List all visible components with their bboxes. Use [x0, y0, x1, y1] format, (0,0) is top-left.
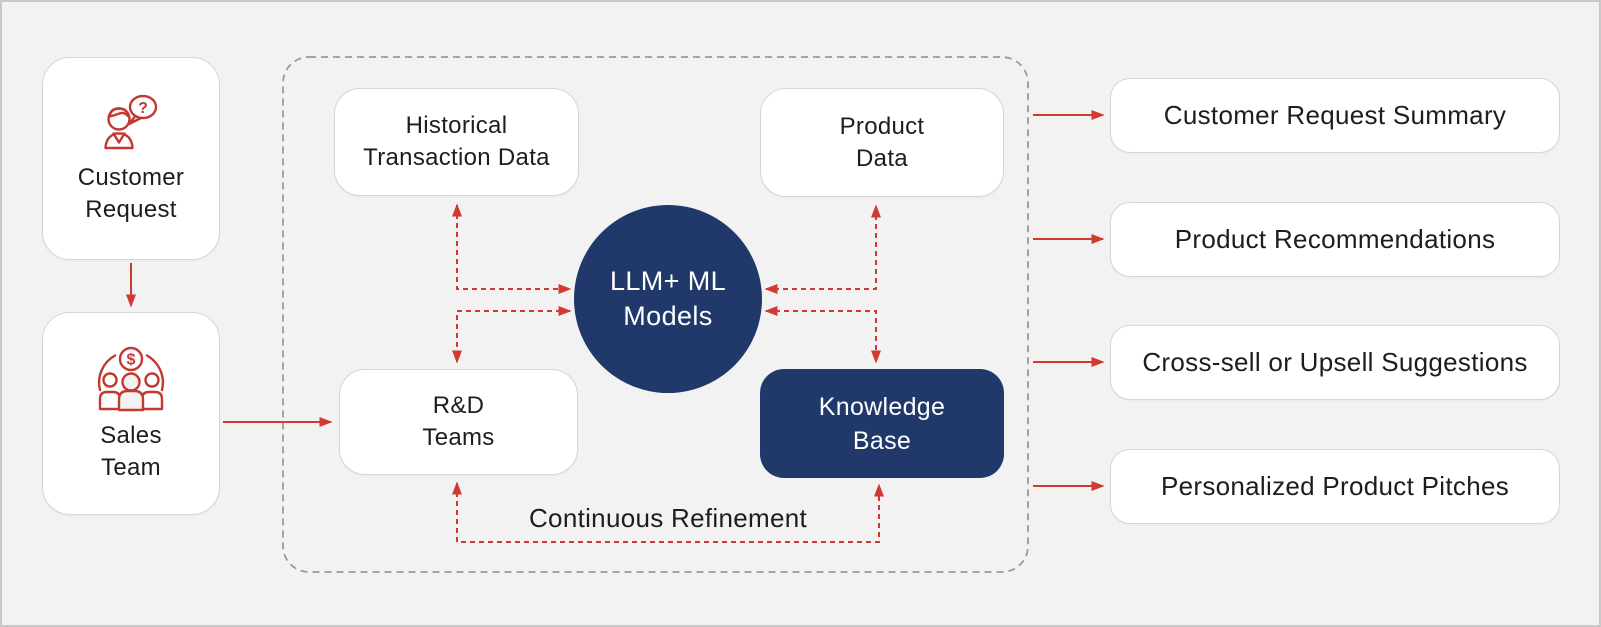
team-dollar-icon: $ — [97, 346, 165, 411]
label-line: Request — [85, 195, 177, 223]
output-customer-request-summary: Customer Request Summary — [1110, 78, 1560, 153]
node-knowledge-base: Knowledge Base — [760, 369, 1004, 478]
node-label: R&D Teams — [422, 390, 494, 454]
label-line: Historical — [405, 112, 508, 139]
continuous-refinement-label: Continuous Refinement — [528, 503, 808, 533]
node-label: Customer Request — [78, 162, 184, 226]
label-line: Data — [856, 144, 908, 172]
output-cross-sell-upsell-suggestions: Cross-sell or Upsell Suggestions — [1110, 325, 1560, 400]
label-line: Product — [839, 112, 925, 140]
node-sales-team: $ Sales Team — [42, 312, 220, 515]
arrow-historical-data-llm-models — [452, 203, 572, 294]
arrow-llm-models-rd-teams — [452, 306, 572, 364]
label-line: Customer — [77, 163, 185, 191]
label-line: Knowledge — [818, 392, 946, 421]
ml-pipeline-dashed-container — [282, 56, 1029, 573]
output-personalized-product-pitches: Personalized Product Pitches — [1110, 449, 1560, 524]
node-label: Knowledge Base — [819, 390, 945, 458]
label-line: Base — [852, 426, 912, 455]
arrow-llm-models-knowledge-base — [764, 306, 881, 364]
node-rd-teams: R&D Teams — [339, 369, 578, 475]
label-line: Teams — [422, 424, 495, 451]
node-product-data: Product Data — [760, 88, 1004, 197]
label-line: Transaction Data — [363, 144, 550, 171]
person-question-icon: ? — [104, 94, 158, 149]
node-label: LLM+ ML Models — [610, 264, 726, 334]
label-line: Sales — [100, 421, 162, 449]
dollar-sign-glyph: $ — [127, 351, 136, 368]
question-mark-glyph: ? — [138, 100, 148, 117]
arrow-continuous-refinement-loop — [452, 481, 884, 543]
node-label: Product Data — [840, 111, 925, 175]
node-customer-request: ? Customer Request — [42, 57, 220, 260]
node-label: Sales Team — [100, 420, 162, 484]
label-line: Models — [623, 301, 713, 331]
label-line: LLM+ ML — [609, 266, 727, 296]
node-historical-transaction-data: Historical Transaction Data — [334, 88, 579, 196]
output-product-recommendations: Product Recommendations — [1110, 202, 1560, 277]
label-line: R&D — [432, 392, 485, 419]
node-label: Historical Transaction Data — [363, 110, 550, 174]
label-line: Team — [101, 453, 161, 481]
arrow-product-data-llm-models — [764, 204, 881, 294]
node-llm-ml-models: LLM+ ML Models — [574, 205, 762, 393]
